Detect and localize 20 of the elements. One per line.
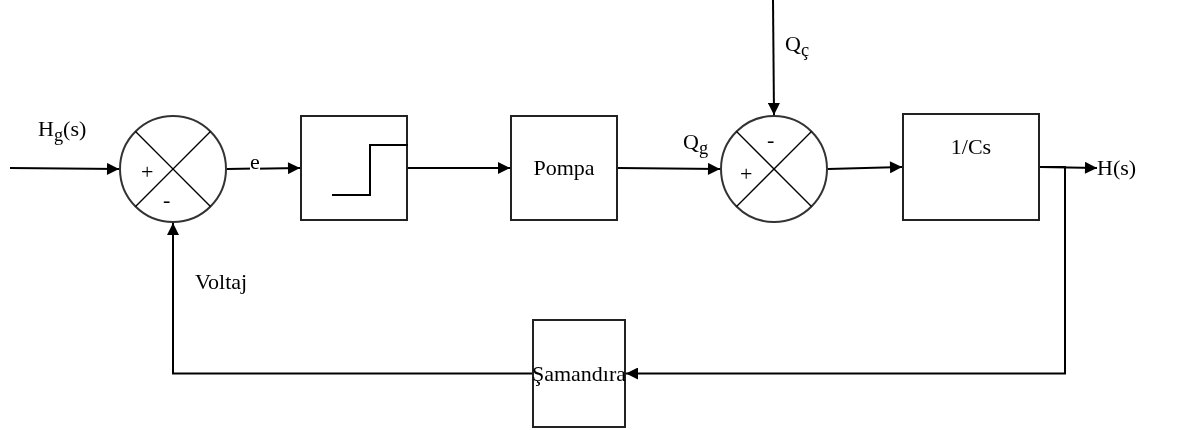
signal-arrow [625,166,1066,380]
signal-arrow [617,162,721,175]
sign-label: + [141,161,154,183]
signal-arrow [226,162,301,175]
sign-label: - [767,129,775,151]
relay-block [300,115,408,221]
summing-junction [119,115,227,223]
block-label: 1/Cs [950,134,992,160]
signal-arrow [167,222,533,375]
output-label: H(s) [1097,152,1169,184]
block-label: Pompa [533,155,595,181]
signal-arrow [827,161,903,174]
signal-arrow [9,162,120,175]
transfer-block [902,113,1040,221]
signal-arrow [407,162,511,174]
summing-junction [720,115,828,223]
transfer-block [510,115,618,221]
sign-label: - [163,189,171,211]
signal-arrow [767,0,780,116]
sign-label: + [740,163,753,185]
